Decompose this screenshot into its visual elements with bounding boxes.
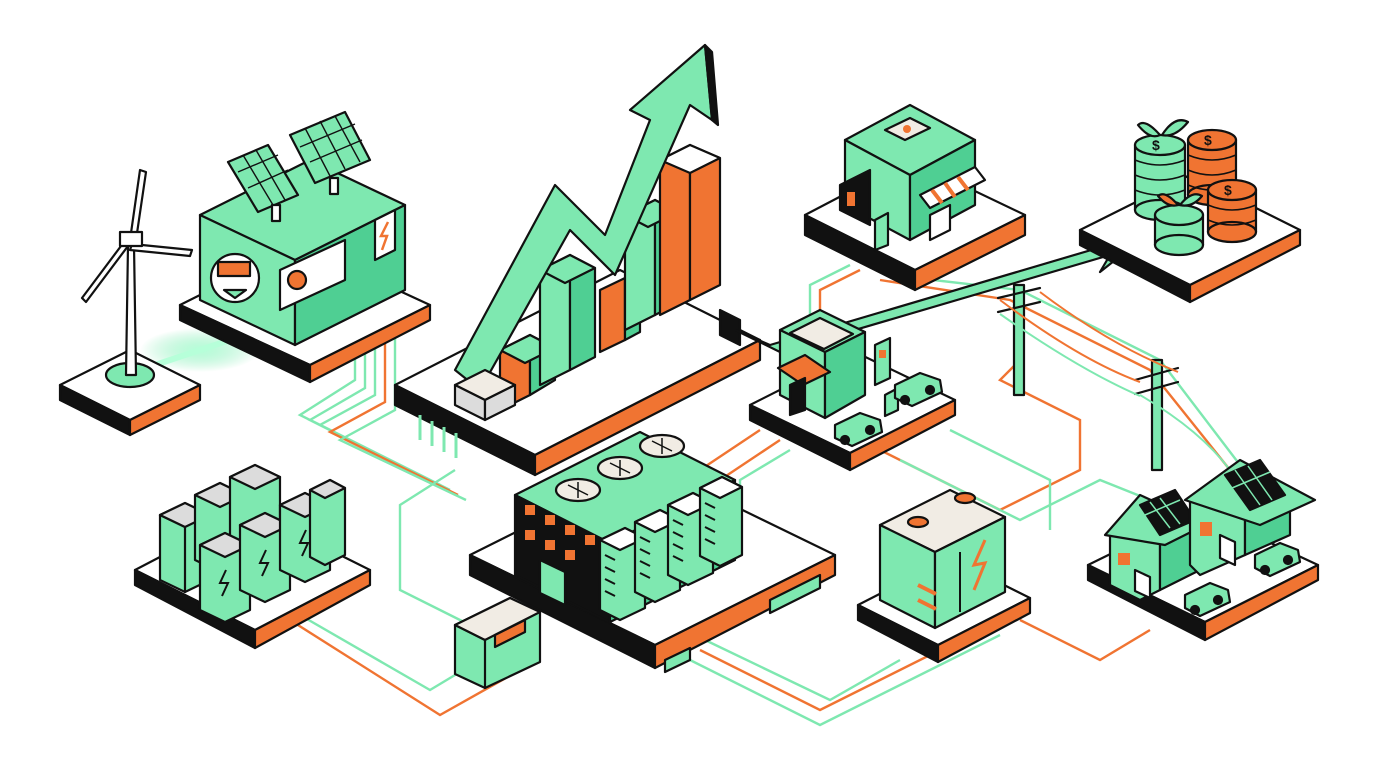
growth-chart-node	[393, 43, 762, 477]
svg-text:$: $	[1204, 132, 1212, 148]
solar-homes-node	[1086, 458, 1320, 642]
server-rack-icon	[554, 433, 744, 622]
solar-meter-node	[178, 110, 432, 384]
solar-panel-icon	[226, 110, 372, 223]
utility-poles	[996, 283, 1231, 472]
power-pole-icon	[996, 283, 1042, 397]
revenue-coins-node: $ $ $	[1078, 119, 1302, 304]
dollar-coin-icon: $ $ $	[1133, 119, 1258, 257]
grid-battery-node	[856, 488, 1032, 664]
storefront-icon	[918, 165, 987, 242]
wind-turbine-icon	[80, 168, 194, 304]
ev-charger-icon	[873, 336, 900, 418]
svg-text:$: $	[1224, 182, 1232, 198]
wind-turbine-node	[58, 168, 202, 437]
connection-wires	[289, 244, 1241, 727]
trending-up-icon	[453, 43, 720, 422]
retail-store-node	[803, 103, 1027, 292]
battery-bank-node	[133, 463, 372, 650]
svg-text:$: $	[1152, 137, 1160, 153]
battery-icon	[158, 463, 347, 624]
data-center-node	[453, 430, 837, 690]
lightning-icon	[971, 539, 988, 591]
ev-charging-node	[748, 308, 957, 472]
